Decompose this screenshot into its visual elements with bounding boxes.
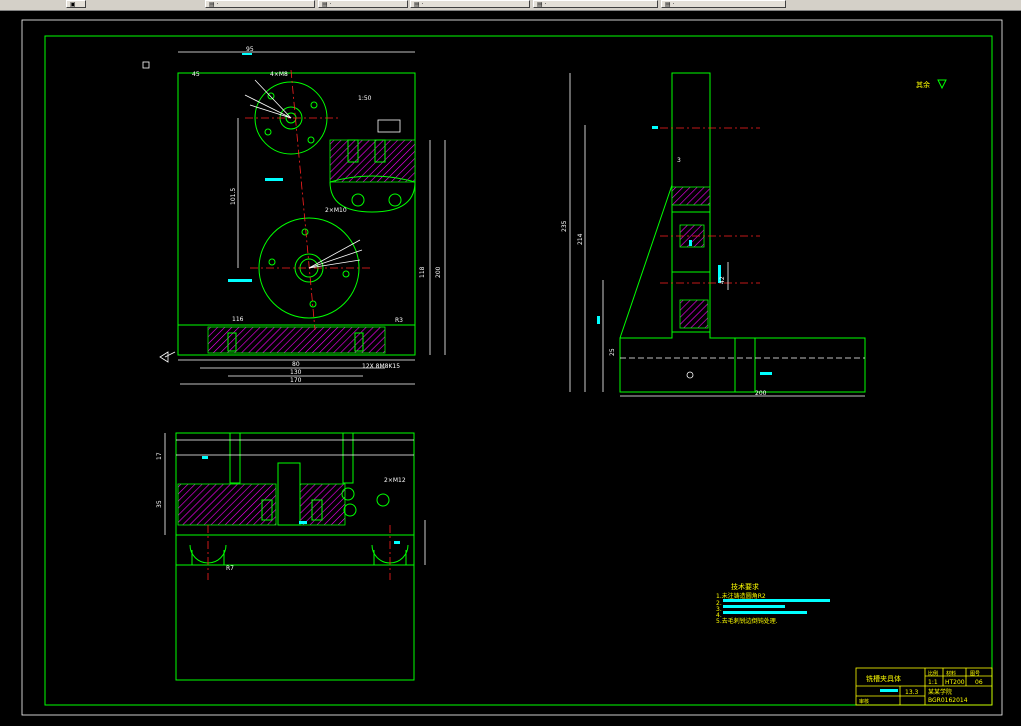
roughness-note: 其余 [916,80,930,89]
title-drawing-no: BGR0162014 [928,697,968,704]
cad-canvas[interactable]: 95 4×M8 2×M10 1:50 116 80 130 170 12X 8M… [0,11,1021,722]
side-dim-h2: 214 [577,233,584,245]
dim-left: 101.5 [230,188,237,205]
title-sheet-label: 图号 [970,671,980,677]
dim-bottom-3: 130 [290,369,302,376]
top-dim-left: 35 [156,500,163,508]
tech-req-line-3: 3. [716,606,722,613]
dim-holes: 4×M8 [270,71,288,78]
taskbar-button[interactable]: ▤ · [410,0,530,8]
side-view: 235 214 25 200 3 42 [561,72,866,397]
section-note: 1:50 [358,95,372,102]
title-sheet: 06 [975,679,983,686]
title-part-name: 铣槽夹具体 [866,674,901,683]
side-dim-h1: 235 [561,220,568,232]
taskbar-button[interactable]: ▤ · [318,0,408,8]
taskbar-button[interactable]: ▤ · [205,0,315,8]
dim-holes2: 2×M10 [325,207,347,214]
tech-req-line-5: 5.去毛刺锐边倒钝处理. [716,617,778,625]
cursor-box [142,61,150,69]
title-block: 铣槽夹具体 比例 1:1 材料 HT200 图号 06 13.3 某某学院 BG… [855,667,993,706]
title-material-label: 材料 [946,670,956,677]
dim-right-2: 200 [435,266,442,278]
dim-bottom-1: 116 [232,316,244,323]
dim-deg: 45 [192,71,200,78]
side-dim-small: 3 [677,157,681,164]
tech-req-line-1: 1.未注铸造圆角R2 [716,592,766,600]
taskbar-button[interactable]: ▣ [66,0,86,8]
taskbar: ▣ ▤ · ▤ · ▤ · ▤ · ▤ · [0,0,1021,11]
dim-right-1: 118 [419,266,426,278]
front-view: 95 4×M8 2×M10 1:50 116 80 130 170 12X 8M… [159,46,446,385]
side-dim-right: 42 [719,276,726,284]
tech-requirements: 技术要求 1.未注铸造圆角R2 2. 3. 4. 5.去毛刺锐边倒钝处理. [716,582,830,625]
dim-top: 95 [246,46,254,53]
dim-r: R3 [395,317,403,324]
tech-req-line-4: 4. [716,612,722,619]
top-dim-r: R7 [226,565,234,572]
tech-req-title: 技术要求 [731,582,759,591]
dim-bottom-2: 80 [292,361,300,368]
taskbar-button[interactable]: ▤ · [533,0,658,8]
taskbar-button[interactable]: ▤ · [661,0,786,8]
side-dim-h3: 25 [609,348,616,356]
roughness-icon [937,79,947,90]
top-dim-holes: 2×M12 [384,477,406,484]
cad-drawing[interactable]: 95 4×M8 2×M10 1:50 116 80 130 170 12X 8M… [0,11,1021,722]
dim-bottom-4: 170 [290,377,302,384]
inner-frame [44,35,993,706]
title-scale: 1:1 [928,679,938,686]
title-scale-label: 比例 [928,670,938,677]
title-weight: 13.3 [905,689,919,696]
top-view: 35 17 2×M12 R7 [156,432,426,681]
top-dim-left2: 17 [156,452,163,460]
title-material: HT200 [945,679,965,686]
tech-req-line-2: 2. [716,600,722,607]
title-designer-label: 审核 [859,698,869,705]
title-school: 某某学院 [928,688,952,696]
outer-border [21,19,1003,716]
side-dim-w: 200 [755,390,767,397]
dim-fine: 12X 8M8K15 [362,363,400,370]
